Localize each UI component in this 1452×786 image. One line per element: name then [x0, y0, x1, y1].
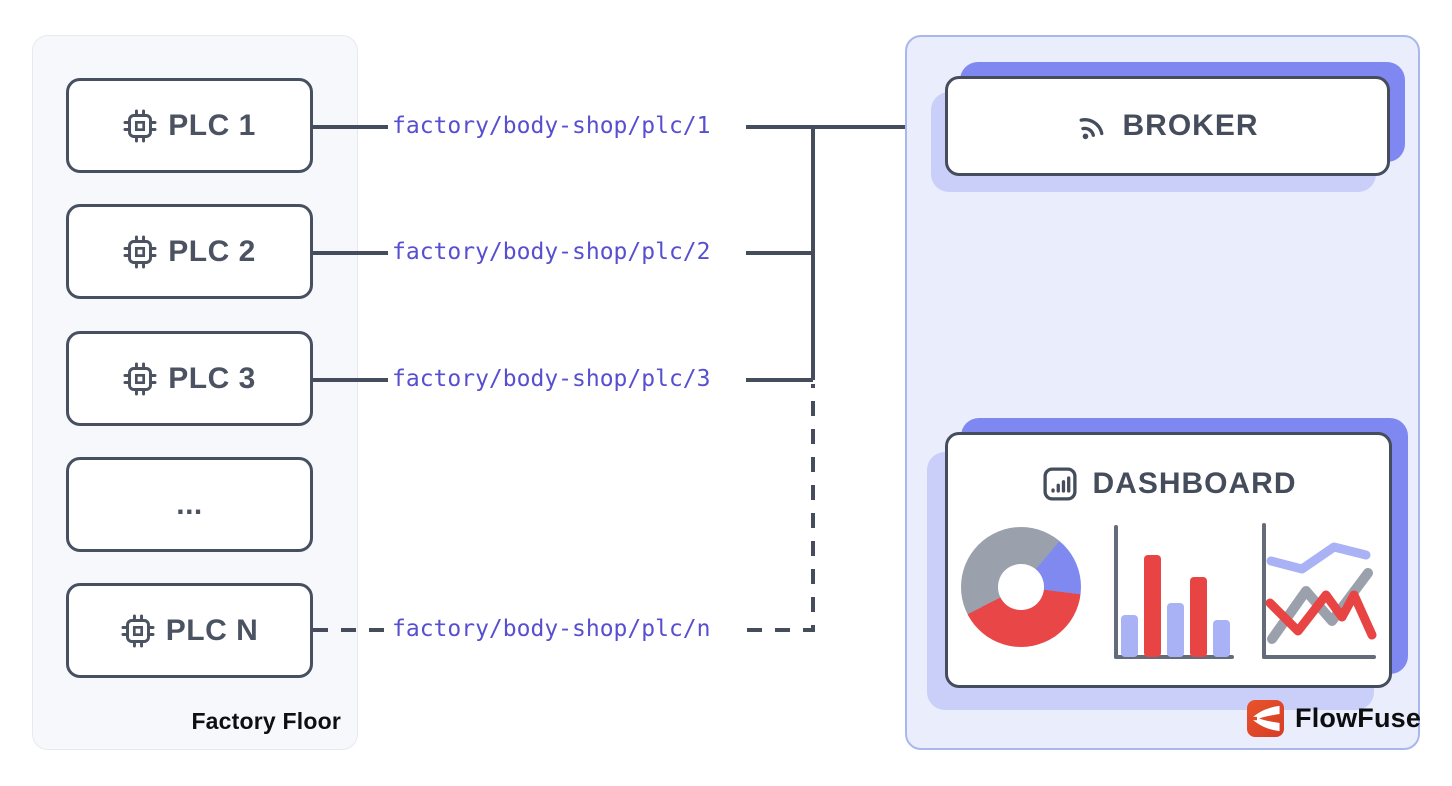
brand-name: FlowFuse — [1295, 703, 1422, 733]
line-chart-graphic — [1262, 523, 1377, 659]
rss-icon — [1080, 118, 1104, 140]
dashboard-heading: DASHBOARD — [948, 465, 1389, 503]
device-box-plc-n: PLC N — [66, 583, 313, 678]
device-box-ellipsis: ... — [66, 457, 313, 552]
device-label: PLC 1 — [168, 108, 256, 142]
topic-label-plc1: factory/body-shop/plc/1 — [392, 113, 711, 139]
bar-chart-icon — [1042, 467, 1077, 501]
bar-chart-graphic — [1114, 525, 1234, 659]
cpu-chip-icon — [121, 613, 155, 648]
device-label: PLC N — [165, 613, 259, 647]
topic-label-plc3: factory/body-shop/plc/3 — [392, 366, 711, 392]
topic-label-plc2: factory/body-shop/plc/2 — [392, 239, 711, 265]
flowfuse-fork-icon — [1247, 700, 1284, 737]
cpu-chip-icon — [123, 361, 157, 396]
broker-box: BROKER — [945, 76, 1390, 176]
topic-label-plcn: factory/body-shop/plc/n — [392, 616, 711, 642]
flowfuse-logo: FlowFuse — [1247, 700, 1421, 737]
cpu-chip-icon — [123, 108, 157, 143]
factory-floor-caption: Factory Floor — [191, 708, 341, 734]
device-box-plc-1: PLC 1 — [66, 78, 313, 173]
cpu-chip-icon — [123, 234, 157, 269]
device-box-plc-3: PLC 3 — [66, 331, 313, 426]
donut-chart-icon — [961, 527, 1081, 647]
device-label: ... — [176, 487, 203, 521]
dashboard-box: DASHBOARD — [945, 432, 1392, 688]
broker-label: BROKER — [1122, 109, 1259, 142]
link-plcn-dashed-trunk — [747, 384, 815, 632]
dashboard-label: DASHBOARD — [1092, 467, 1297, 500]
device-label: PLC 2 — [168, 234, 256, 268]
device-label: PLC 3 — [168, 361, 256, 395]
device-box-plc-2: PLC 2 — [66, 204, 313, 299]
